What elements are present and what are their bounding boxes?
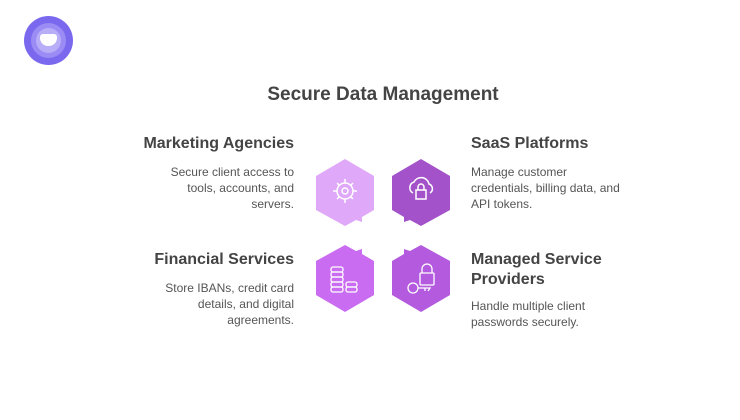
- hex-msp: [392, 245, 450, 312]
- heading: SaaS Platforms: [471, 135, 589, 152]
- heading: Managed Service Providers: [471, 251, 602, 288]
- description: Store IBANs, credit card details, and di…: [165, 281, 294, 327]
- gear-icon: [333, 179, 357, 203]
- key-lock-icon: [407, 263, 435, 294]
- item-financial: Financial Services Store IBANs, credit c…: [124, 250, 294, 328]
- hex-saas: [392, 159, 450, 226]
- description: Manage customer credentials, billing dat…: [471, 165, 620, 211]
- heading: Marketing Agencies: [143, 135, 294, 152]
- heading: Financial Services: [154, 251, 294, 268]
- coins-icon: [330, 266, 358, 293]
- description: Secure client access to tools, accounts,…: [170, 165, 294, 211]
- item-marketing: Marketing Agencies Secure client access …: [124, 134, 294, 212]
- item-saas: SaaS Platforms Manage customer credentia…: [471, 134, 631, 212]
- logo: [24, 16, 73, 65]
- page-title: Secure Data Management: [267, 84, 499, 105]
- cloud-lock-icon: [409, 176, 434, 200]
- hex-marketing: [316, 159, 374, 226]
- item-msp: Managed Service Providers Handle multipl…: [471, 250, 621, 330]
- description: Handle multiple client passwords securel…: [471, 299, 586, 329]
- hex-financial: [316, 245, 374, 312]
